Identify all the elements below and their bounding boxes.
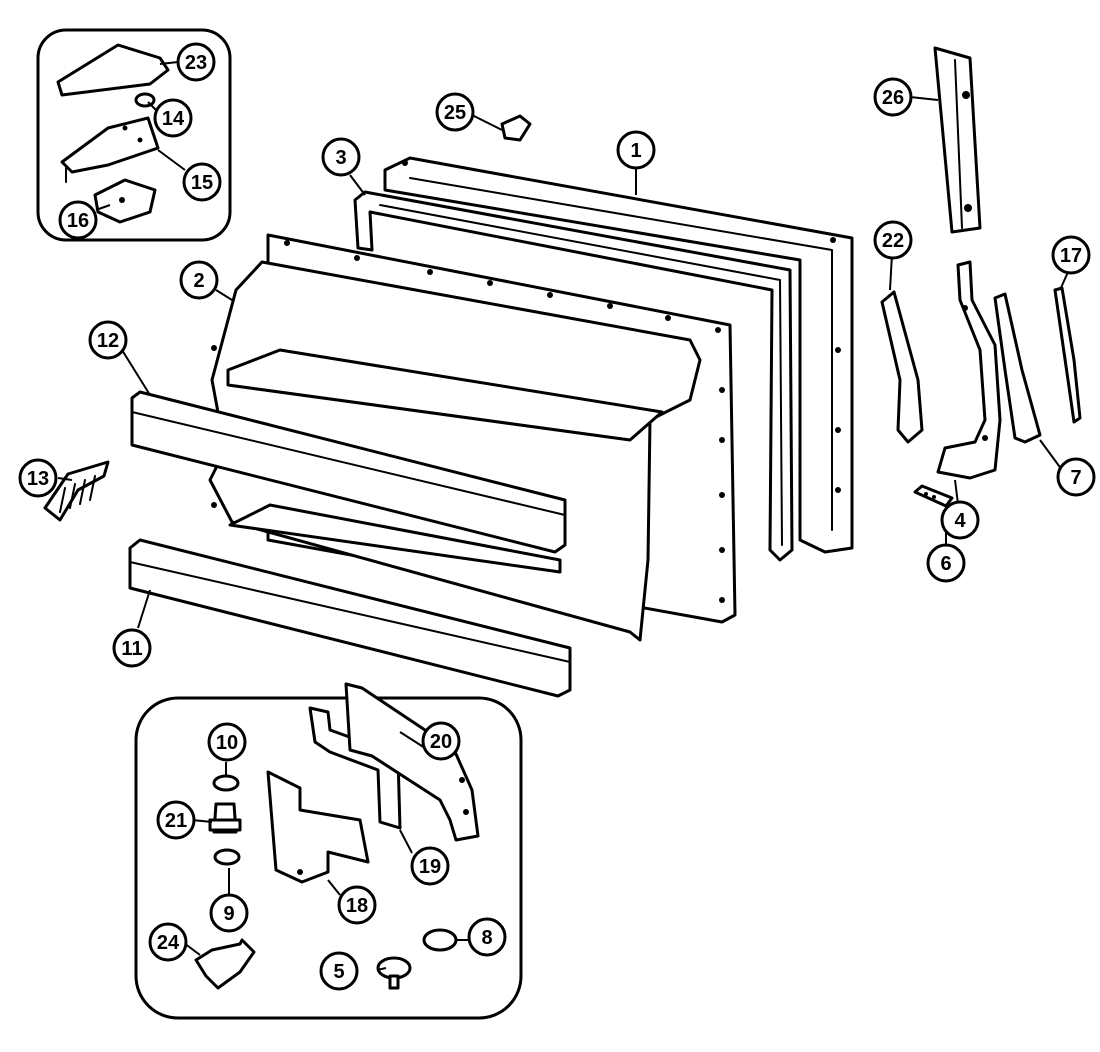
callout-9: 9 (209, 893, 249, 933)
callout-20-label: 20 (430, 731, 452, 753)
callout-3: 3 (321, 137, 361, 177)
callout-2-label: 2 (193, 270, 204, 292)
bracket-plate (913, 484, 954, 508)
callout-12-label: 12 (97, 330, 119, 352)
callout-13-label: 13 (27, 468, 49, 490)
callout-5-label: 5 (333, 961, 344, 983)
callout-12: 12 (88, 320, 128, 360)
callout-18: 18 (337, 885, 377, 925)
callout-9-label: 9 (223, 903, 234, 925)
hinge-shim (93, 178, 157, 224)
hinge-cover (56, 43, 170, 97)
upper-shelf-rail (130, 390, 567, 554)
callout-19: 19 (410, 846, 450, 886)
washer-top (212, 774, 240, 792)
callout-1-label: 1 (630, 140, 641, 162)
door-liner (208, 233, 737, 642)
callout-24-label: 24 (157, 932, 180, 954)
hole-plug (422, 928, 458, 952)
callout-25-label: 25 (444, 102, 466, 124)
callout-23-label: 23 (185, 52, 207, 74)
callout-11: 11 (112, 628, 152, 668)
callout-14-label: 14 (162, 108, 185, 130)
door-gasket (353, 190, 794, 562)
lower-shelf-rail (128, 538, 572, 698)
callout-21-label: 21 (165, 810, 187, 832)
callout-8: 8 (467, 917, 507, 957)
rail-end-cap (43, 460, 110, 522)
callout-26: 26 (873, 77, 913, 117)
callout-17-label: 17 (1060, 245, 1082, 267)
callout-8-label: 8 (481, 927, 492, 949)
callout-16: 16 (58, 200, 98, 240)
handle-insert (993, 292, 1042, 444)
callout-11-label: 11 (121, 638, 142, 660)
door-stop (500, 114, 532, 142)
plug-button (376, 956, 412, 990)
callout-21: 21 (156, 800, 196, 840)
callout-15-label: 15 (191, 172, 213, 194)
callout-7-label: 7 (1070, 467, 1081, 489)
hinge-bracket-plate (266, 770, 370, 884)
callout-7: 7 (1056, 457, 1096, 497)
small-bracket (194, 938, 256, 990)
door-handle (933, 46, 982, 234)
callout-19-label: 19 (419, 856, 441, 878)
handle-trim (880, 290, 924, 444)
hinge-reinforcement (308, 706, 402, 830)
hardware-inset-panel (134, 696, 523, 1020)
pivot-pin (208, 802, 242, 834)
callout-10: 10 (207, 722, 247, 762)
callout-3-label: 3 (335, 147, 346, 169)
callout-5: 5 (319, 951, 359, 991)
callout-13: 13 (18, 458, 58, 498)
callout-26-label: 26 (882, 87, 904, 109)
callout-16-label: 16 (67, 210, 89, 232)
callout-6: 6 (926, 543, 966, 583)
callout-23: 23 (176, 42, 216, 82)
trim-strip (1053, 286, 1082, 424)
callout-10-label: 10 (216, 732, 238, 754)
top-hinge (60, 116, 160, 183)
callout-20: 20 (421, 721, 461, 761)
callout-14: 14 (153, 98, 193, 138)
handle-bracket (936, 260, 1002, 480)
callout-22-label: 22 (882, 230, 904, 252)
hinge-inset-panel (36, 28, 232, 242)
door-outer-panel (383, 156, 854, 554)
callout-22: 22 (873, 220, 913, 260)
callout-25: 25 (435, 92, 475, 132)
callout-1: 1 (616, 130, 656, 170)
callout-4: 4 (940, 500, 980, 540)
callout-6-label: 6 (940, 553, 951, 575)
callout-24: 24 (148, 922, 188, 962)
callout-4-label: 4 (954, 510, 966, 532)
washer-bottom (213, 848, 241, 866)
callout-15: 15 (182, 162, 222, 202)
callout-18-label: 18 (346, 895, 368, 917)
callout-17: 17 (1051, 235, 1091, 275)
callout-2: 2 (179, 260, 219, 300)
